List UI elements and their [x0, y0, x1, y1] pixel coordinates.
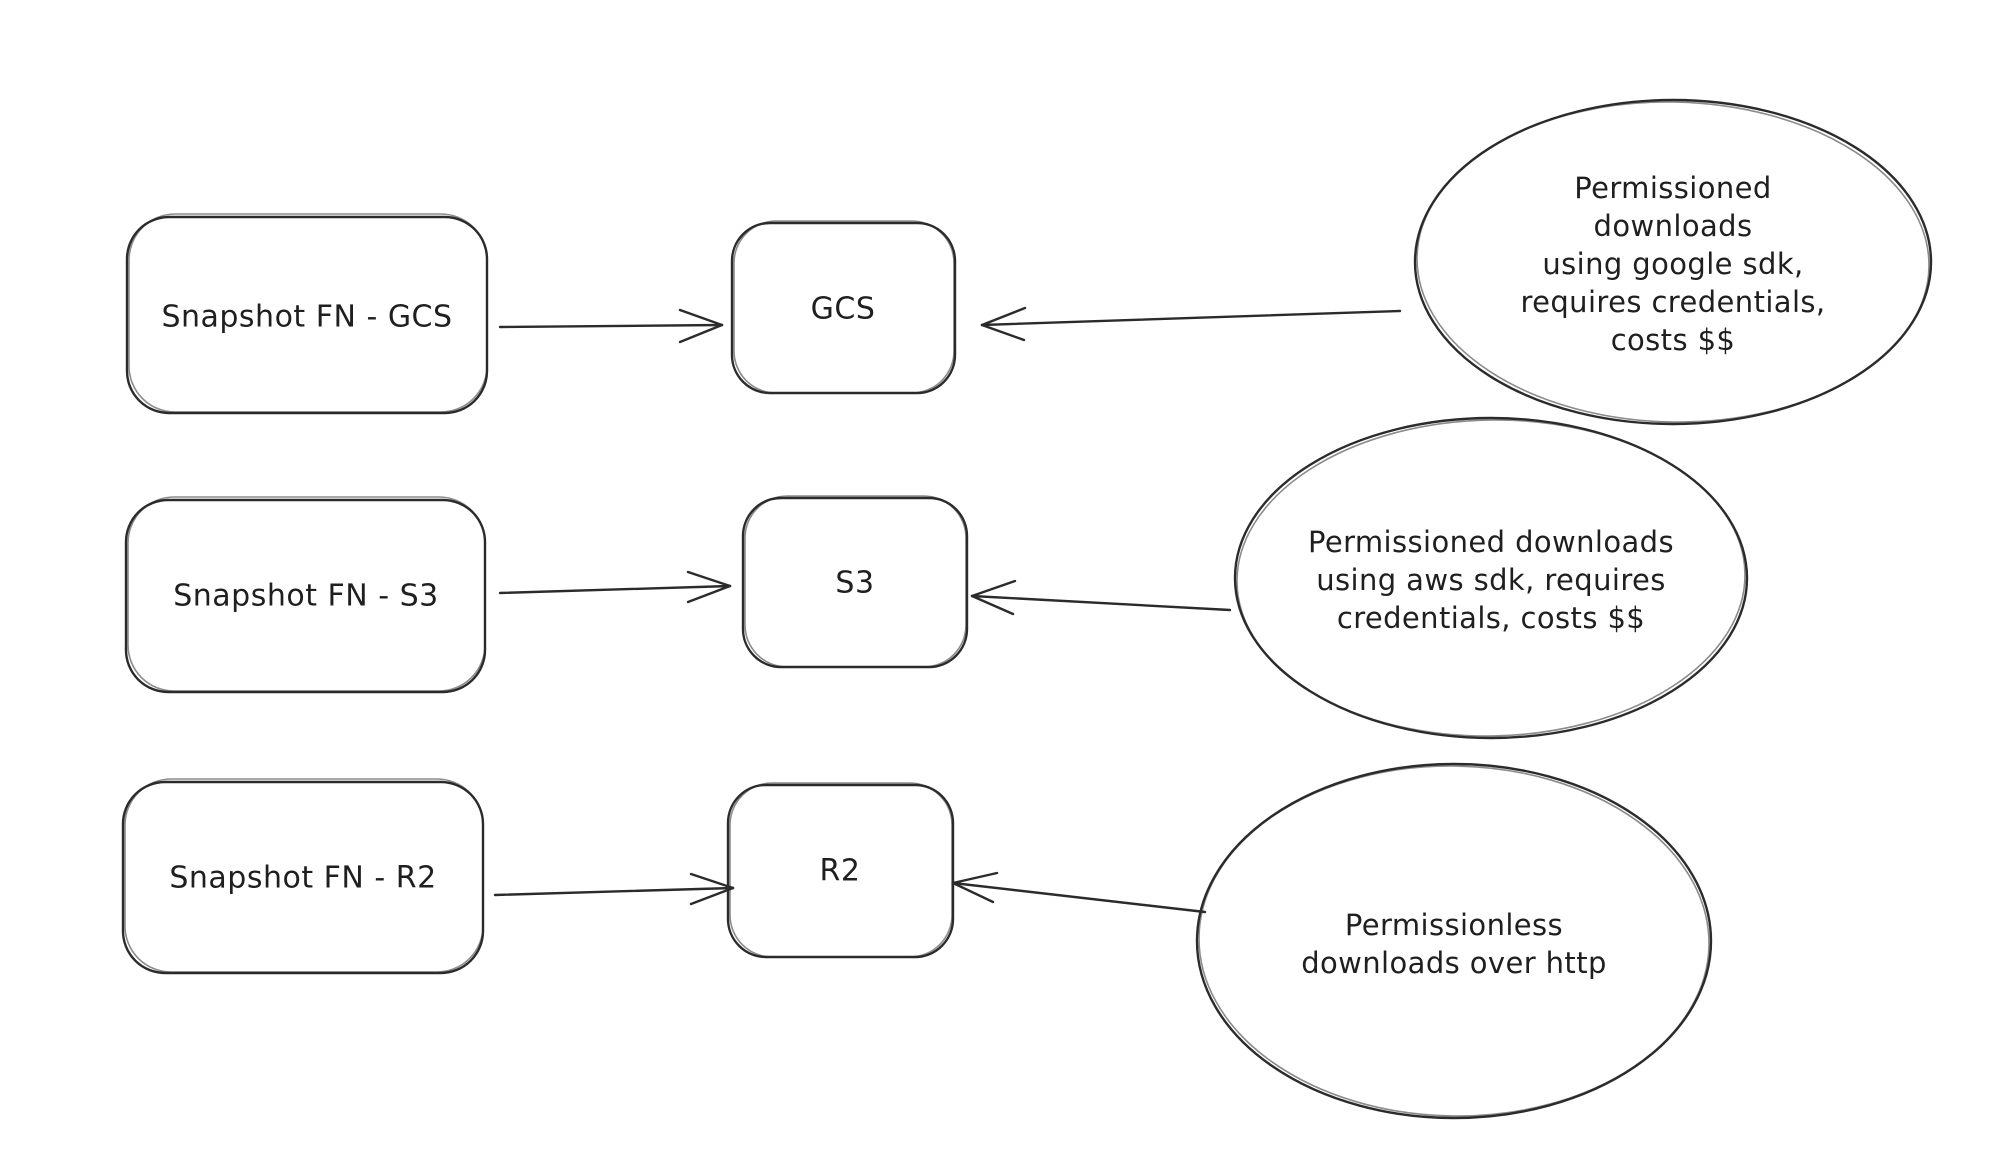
arrow-note-to-r2	[951, 871, 1207, 914]
arrow-note-to-gcs	[980, 306, 1402, 342]
node-label-snapshot-fn-r2: Snapshot FN - R2	[169, 860, 437, 896]
arrow-note-to-s3	[970, 579, 1232, 616]
node-label-r2: R2	[819, 853, 861, 889]
note-ellipse-s3	[1233, 416, 1749, 740]
arrow-snapshot-r2-to-r2	[493, 872, 735, 906]
node-label-gcs: GCS	[810, 291, 876, 327]
node-s3	[741, 495, 969, 669]
node-label-snapshot-fn-gcs: Snapshot FN - GCS	[161, 299, 453, 335]
arrow-snapshot-gcs-to-gcs	[498, 308, 724, 344]
node-gcs	[730, 220, 957, 395]
node-label-snapshot-fn-s3: Snapshot FN - S3	[173, 578, 439, 614]
node-snapshot-fn-gcs	[125, 213, 489, 415]
node-r2	[726, 782, 955, 959]
note-ellipse-gcs	[1413, 98, 1933, 426]
note-text-gcs: Permissioned downloads using google sdk,…	[1520, 171, 1826, 357]
node-snapshot-fn-r2	[121, 778, 485, 975]
node-label-s3: S3	[835, 565, 875, 601]
note-text-r2: Permissionless downloads over http	[1301, 908, 1607, 980]
arrow-snapshot-s3-to-s3	[498, 570, 732, 604]
note-ellipse-r2	[1195, 762, 1713, 1120]
node-snapshot-fn-s3	[124, 496, 487, 694]
note-text-s3: Permissioned downloads using aws sdk, re…	[1307, 525, 1675, 635]
